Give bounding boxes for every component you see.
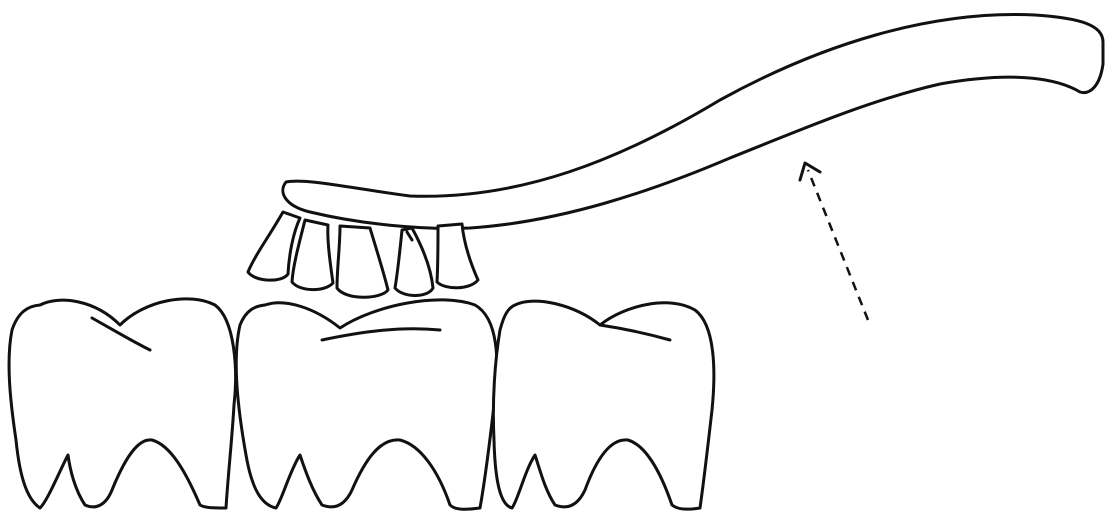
bristle-tuft-4 — [395, 228, 433, 296]
bristle-tuft-2 — [292, 220, 333, 290]
bristle-tuft-3 — [337, 226, 388, 297]
molar-3 — [493, 301, 714, 509]
motion-arrow — [800, 163, 868, 320]
arrow-head-icon — [800, 163, 820, 180]
toothbrush — [248, 15, 1103, 298]
toothbrush-handle — [283, 15, 1103, 229]
bristle-tuft-5 — [437, 224, 478, 288]
molar-1 — [9, 299, 236, 508]
arrow-shaft — [808, 170, 868, 320]
molars — [9, 299, 714, 509]
